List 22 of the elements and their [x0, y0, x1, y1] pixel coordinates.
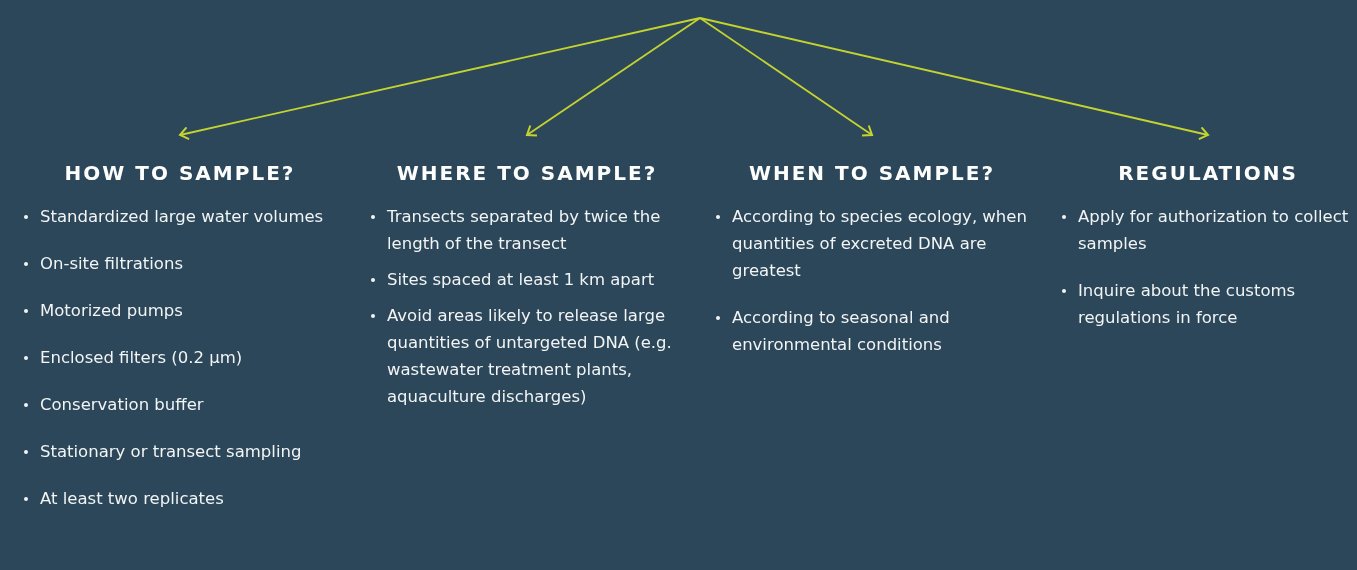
bullet-text: Sites spaced at least 1 km apart	[387, 270, 655, 289]
bullet-text: On-site filtrations	[40, 254, 183, 273]
bullet-text: Avoid areas likely to release large quantities of untargeted DNA (e.g. wastewater treatment plants, aquaculture discharges)	[387, 306, 672, 406]
bullet-text: At least two replicates	[40, 489, 224, 508]
bullet-text: Stationary or transect sampling	[40, 442, 302, 461]
column-heading: REGULATIONS	[1117, 161, 1299, 185]
bullet-text: Transects separated by twice the length of the transect	[387, 207, 661, 253]
bullet-text: Standardized large water volumes	[40, 207, 324, 226]
arrow	[699, 17, 873, 137]
bullet-text: According to seasonal and environmental conditions	[732, 308, 950, 354]
column-heading: HOW TO SAMPLE?	[63, 161, 297, 185]
bullet-text: According to species ecology, when quantities of excreted DNA are greatest	[732, 207, 1027, 280]
column-heading: WHERE TO SAMPLE?	[395, 161, 659, 185]
bullet-text: Motorized pumps	[40, 301, 183, 320]
bullet-text: Apply for authorization to collect samples	[1078, 207, 1349, 253]
arrow	[526, 17, 701, 137]
column-heading: WHEN TO SAMPLE?	[747, 161, 997, 185]
bullet-text: Enclosed filters (0.2 µm)	[40, 348, 243, 367]
arrow	[699, 17, 1209, 141]
bullet-text: Inquire about the customs regulations in force	[1078, 281, 1296, 327]
arrow	[179, 17, 701, 141]
bullet-text: Conservation buffer	[40, 395, 204, 414]
